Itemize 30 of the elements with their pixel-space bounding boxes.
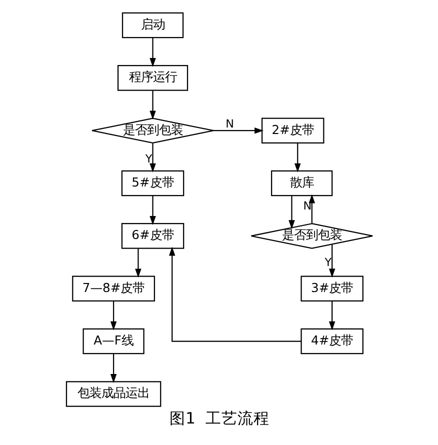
node-box: 4#皮带 [300,328,363,354]
edge-label: Y [324,256,332,269]
node-box: 2#皮带 [260,118,324,144]
node-box: 启动 [121,12,184,38]
arrow [110,354,116,384]
node-box: 包装成品运出 [65,381,161,407]
caption: 图1 工艺流程 [169,408,269,428]
arrow [328,301,335,330]
arrow [294,143,300,172]
node-box: 7—8#皮带 [72,276,155,302]
arrow [149,90,156,120]
arrow [212,127,264,134]
arrow [110,301,116,330]
node-box: 5#皮带 [120,170,184,196]
node-diamond: 是否到包装 [250,223,373,249]
edge-label: N [225,117,234,130]
arrow [328,244,335,278]
arrow [168,246,301,342]
arrow [149,196,156,226]
arrow [288,196,294,230]
node-box: 程序运行 [116,65,188,91]
node-diamond: 是否到包装 [91,118,214,144]
node-box: A—F线 [82,328,144,354]
node-box: 3#皮带 [300,276,363,302]
node-box: 散库 [270,170,332,196]
arrow [149,38,156,67]
arrow [149,143,156,172]
arrow [134,248,141,278]
edge-label: Y [144,152,152,166]
node-box: 6#皮带 [120,223,184,249]
